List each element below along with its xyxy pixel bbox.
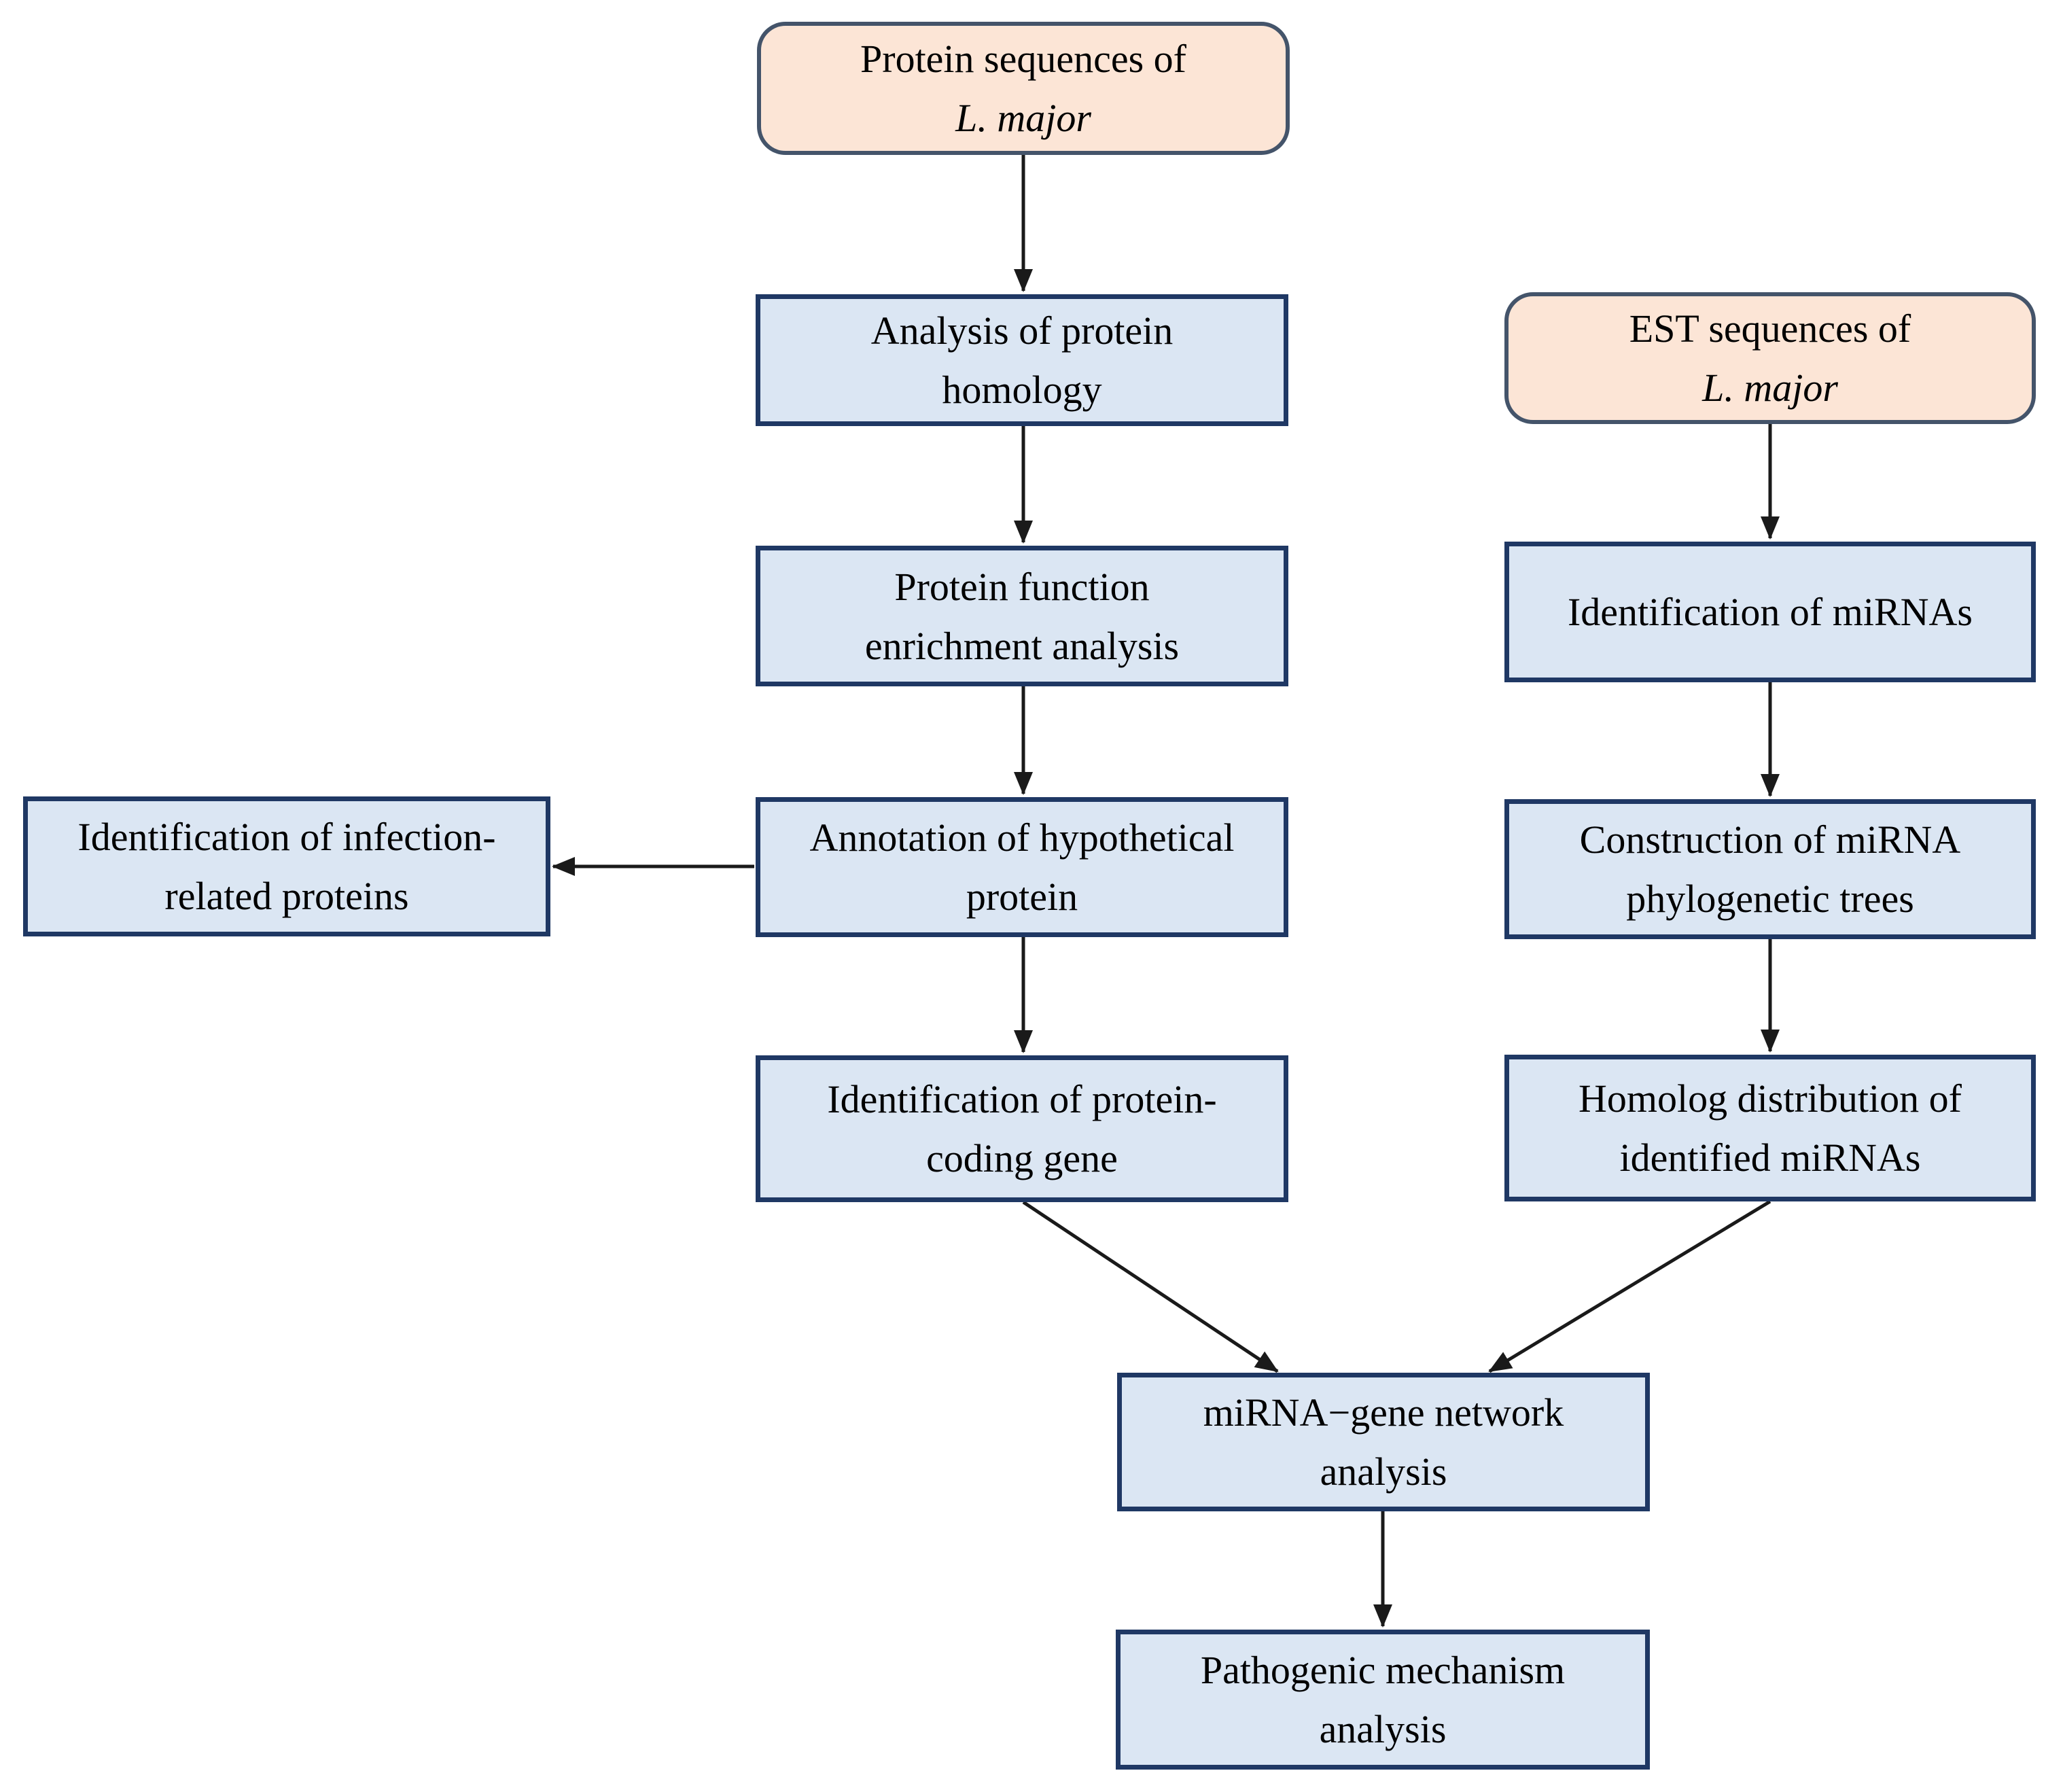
arrow-homolog-to-network [1488,1199,1771,1373]
node-protein-coding-gene: Identification of protein- coding gene [756,1055,1288,1202]
node-annotation-hypothetical-protein-label: Annotation of hypothetical protein [809,815,1235,919]
node-mirna-phylogenetic-trees: Construction of miRNA phylogenetic trees [1504,799,2036,939]
node-infection-related-proteins: Identification of infection- related pro… [23,796,550,936]
node-annotation-hypothetical-protein: Annotation of hypothetical protein [756,797,1288,937]
node-protein-sequences-label: Protein sequences of [860,37,1186,81]
node-homolog-distribution-label: Homolog distribution of identified miRNA… [1578,1076,1962,1180]
node-homolog-distribution: Homolog distribution of identified miRNA… [1504,1055,2036,1201]
node-identification-mirnas: Identification of miRNAs [1504,542,2036,682]
species-name-italic: L. major [1702,366,1838,410]
node-protein-coding-gene-label: Identification of protein- coding gene [827,1077,1217,1180]
node-pathogenic-mechanism-label: Pathogenic mechanism analysis [1200,1648,1566,1751]
node-pathogenic-mechanism: Pathogenic mechanism analysis [1116,1630,1650,1770]
node-identification-mirnas-label: Identification of miRNAs [1567,590,1973,634]
node-protein-function-enrichment: Protein function enrichment analysis [756,546,1288,686]
node-est-sequences: EST sequences of L. major [1504,292,2036,424]
node-infection-related-proteins-label: Identification of infection- related pro… [77,815,496,918]
node-analysis-protein-homology: Analysis of protein homology [756,294,1288,426]
node-est-sequences-label: EST sequences of [1629,306,1911,351]
node-protein-sequences: Protein sequences of L. major [757,22,1290,155]
arrow-coding_gene-to-network [1022,1200,1279,1373]
species-name-italic: L. major [955,96,1091,140]
node-analysis-protein-homology-label: Analysis of protein homology [870,309,1174,412]
node-mirna-gene-network-label: miRNA−gene network analysis [1203,1390,1564,1494]
node-mirna-gene-network: miRNA−gene network analysis [1117,1373,1650,1511]
node-protein-function-enrichment-label: Protein function enrichment analysis [864,564,1180,668]
node-mirna-phylogenetic-trees-label: Construction of miRNA phylogenetic trees [1579,818,1961,921]
